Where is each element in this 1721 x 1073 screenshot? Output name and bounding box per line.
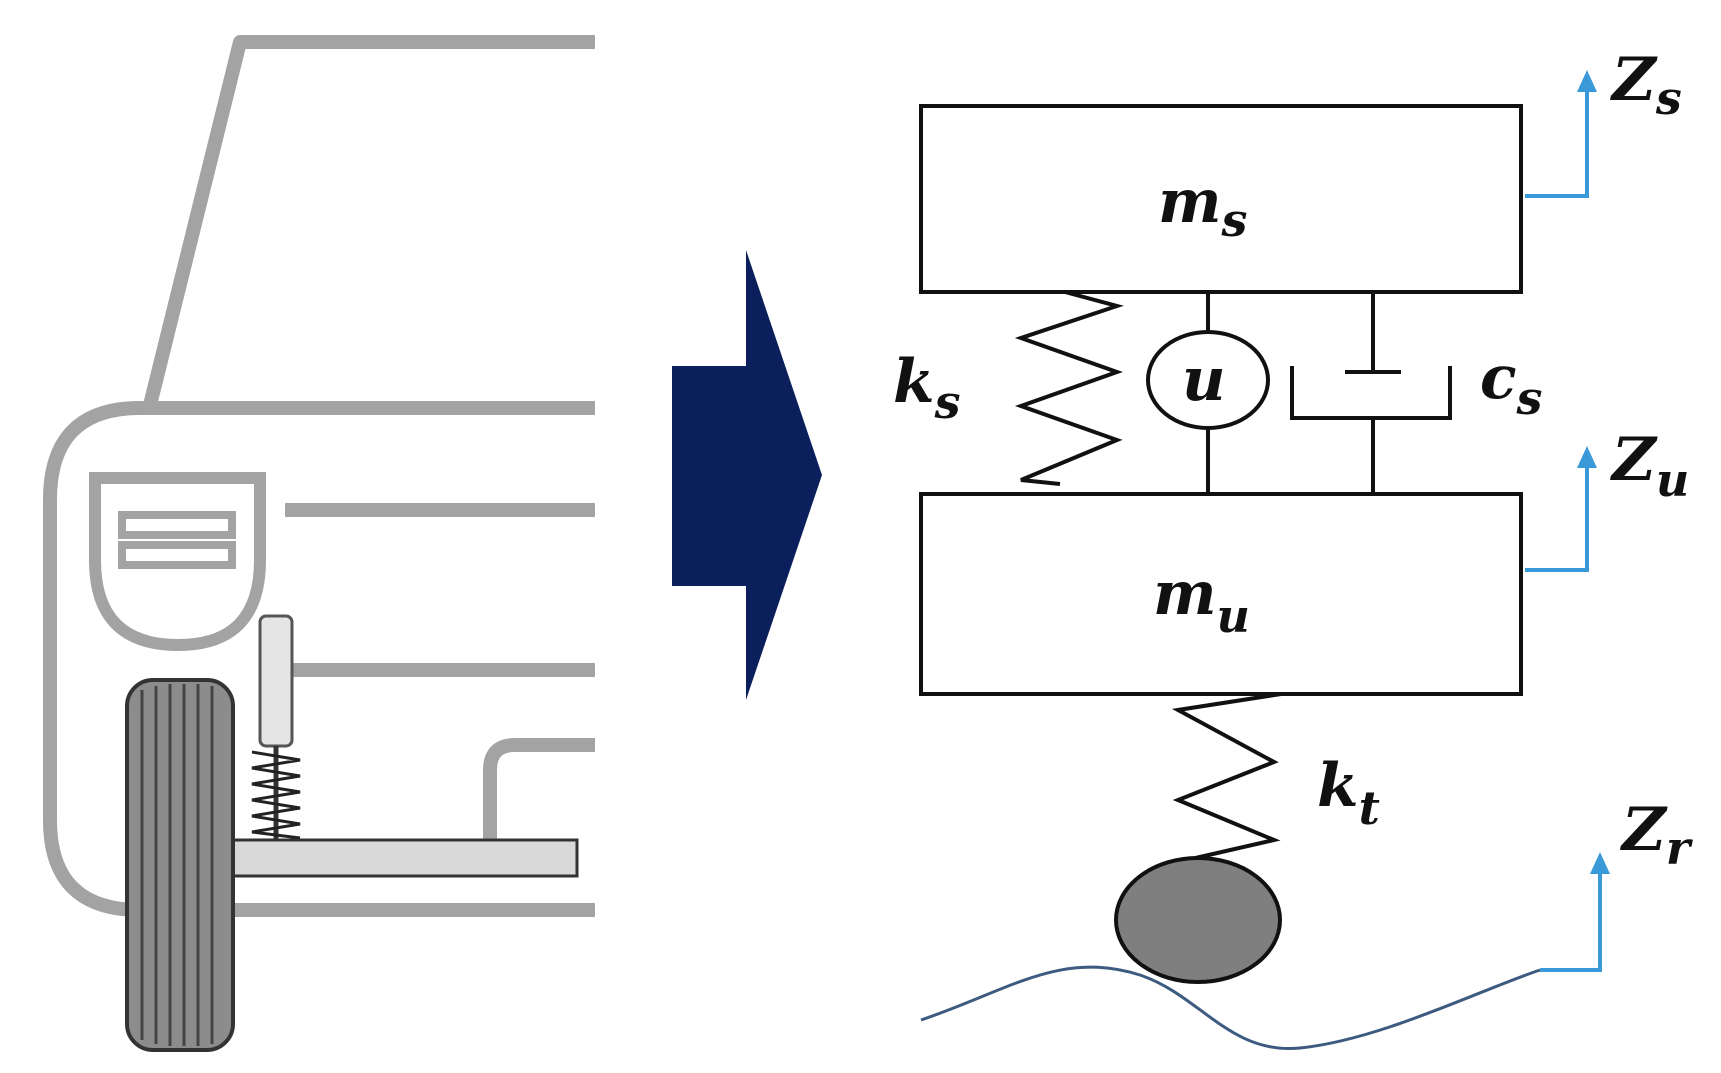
car-coil-spring-icon bbox=[251, 750, 301, 840]
tire-spring-label: kt bbox=[1317, 751, 1380, 835]
emblem-bar-bottom bbox=[118, 541, 236, 569]
car-control-arm-icon bbox=[223, 838, 579, 878]
damper-label: cs bbox=[1480, 343, 1542, 425]
shock-absorber-body-icon bbox=[258, 614, 294, 748]
car-tire-icon bbox=[125, 678, 235, 1052]
sprung-mass-block bbox=[919, 104, 1523, 294]
road-profile-line bbox=[920, 965, 1541, 1051]
unsprung-mass-block bbox=[919, 492, 1523, 696]
z-sprung-label: Zs bbox=[1610, 45, 1682, 125]
z-unsprung-label: Zu bbox=[1610, 425, 1689, 507]
z-sprung-arrow-icon bbox=[1525, 70, 1597, 198]
tire-spring-icon bbox=[1171, 692, 1282, 868]
unsprung-mass-label: mu bbox=[1153, 559, 1250, 643]
car-shock-absorber bbox=[251, 614, 301, 840]
control-force-label: u bbox=[1182, 345, 1226, 415]
transform-arrow-icon bbox=[672, 250, 822, 700]
wheel-icon bbox=[1114, 856, 1282, 984]
z-road-arrow-icon bbox=[1540, 852, 1610, 972]
car-emblem bbox=[89, 472, 266, 652]
tire-body bbox=[125, 678, 235, 1052]
car-illustration bbox=[43, 35, 595, 917]
car-roof-outline bbox=[143, 35, 595, 407]
sprung-mass-label: ms bbox=[1158, 167, 1247, 247]
z-unsprung-arrow-icon bbox=[1525, 446, 1597, 572]
damper-icon bbox=[1290, 292, 1452, 494]
car-bumper-outline bbox=[483, 738, 595, 840]
quarter-car-model: ms mu ks u cs kt Zs Zu Zr bbox=[893, 45, 1694, 1051]
suspension-spring-icon bbox=[1014, 290, 1124, 486]
car-body-outline bbox=[43, 401, 595, 917]
z-road-label: Zr bbox=[1620, 795, 1694, 875]
emblem-shield-icon bbox=[89, 472, 266, 652]
emblem-bar-top bbox=[118, 511, 236, 539]
suspension-spring-label: ks bbox=[893, 347, 960, 429]
